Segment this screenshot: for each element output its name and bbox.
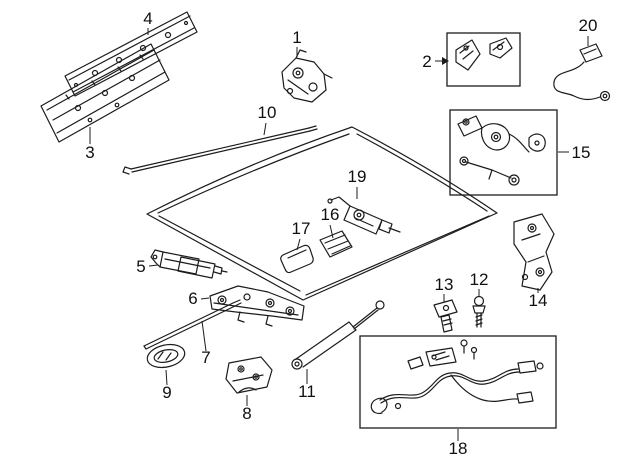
part-11-drawing bbox=[291, 300, 385, 370]
part-13-drawing bbox=[433, 299, 458, 333]
callout-17: 17 bbox=[292, 219, 311, 251]
callout-10: 10 bbox=[258, 103, 277, 136]
callout-8: 8 bbox=[242, 395, 252, 423]
callout-label-13[interactable]: 13 bbox=[435, 275, 454, 294]
group-box-15 bbox=[449, 109, 558, 196]
group-box-18 bbox=[359, 335, 557, 429]
callout-2-arrowhead-icon bbox=[442, 57, 449, 65]
callout-label-19[interactable]: 19 bbox=[348, 167, 367, 186]
callout-label-17[interactable]: 17 bbox=[292, 219, 311, 238]
callout-label-6[interactable]: 6 bbox=[188, 289, 197, 308]
callout-9: 9 bbox=[162, 369, 172, 402]
callout-label-11[interactable]: 11 bbox=[298, 382, 316, 401]
callout-11: 11 bbox=[298, 369, 316, 401]
part-2-drawing bbox=[455, 37, 513, 71]
callout-label-7[interactable]: 7 bbox=[201, 348, 210, 367]
callout-20: 20 bbox=[579, 16, 598, 46]
callout-label-5[interactable]: 5 bbox=[136, 257, 145, 276]
callout-label-18[interactable]: 18 bbox=[449, 439, 468, 458]
part-9-drawing bbox=[146, 343, 186, 369]
callout-15: 15 bbox=[558, 143, 590, 162]
part-5-drawing bbox=[150, 249, 228, 279]
leader-line-6 bbox=[200, 297, 210, 300]
leader-line-16 bbox=[329, 224, 334, 239]
callout-label-10[interactable]: 10 bbox=[258, 103, 277, 122]
callout-18: 18 bbox=[449, 429, 468, 458]
part-4-drawing bbox=[64, 11, 198, 97]
hood-outline-drawing bbox=[146, 126, 498, 301]
callout-3: 3 bbox=[85, 127, 95, 162]
callout-label-9[interactable]: 9 bbox=[162, 383, 171, 402]
callout-12: 12 bbox=[470, 270, 489, 296]
callout-4: 4 bbox=[143, 9, 153, 35]
leader-line-17 bbox=[296, 238, 301, 251]
callout-label-8[interactable]: 8 bbox=[242, 404, 251, 423]
callout-14: 14 bbox=[529, 288, 548, 310]
part-15-drawing bbox=[457, 115, 546, 186]
callout-label-3[interactable]: 3 bbox=[85, 143, 94, 162]
callout-6: 6 bbox=[188, 289, 210, 308]
part-20-drawing bbox=[553, 43, 611, 102]
part-16-drawing bbox=[319, 230, 353, 258]
part-8-drawing bbox=[225, 356, 273, 394]
part-10-drawing bbox=[122, 125, 318, 175]
group-box-2 bbox=[446, 32, 521, 87]
part-18-drawing bbox=[370, 339, 544, 415]
callout-1: 1 bbox=[292, 28, 302, 57]
part-17-drawing bbox=[280, 244, 314, 274]
callout-13: 13 bbox=[435, 275, 454, 302]
part-7-drawing bbox=[143, 299, 242, 350]
callout-5: 5 bbox=[136, 257, 159, 276]
callout-label-2[interactable]: 2 bbox=[422, 52, 431, 71]
part-3-drawing bbox=[40, 43, 170, 143]
part-19-drawing bbox=[327, 196, 401, 235]
callout-label-4[interactable]: 4 bbox=[143, 9, 152, 28]
callout-label-1[interactable]: 1 bbox=[292, 28, 301, 47]
callout-16: 16 bbox=[321, 205, 340, 239]
leader-line-9 bbox=[165, 369, 168, 386]
leader-line-5 bbox=[148, 264, 159, 267]
leader-line-7 bbox=[201, 320, 207, 352]
part-12-drawing bbox=[472, 295, 486, 328]
callout-label-12[interactable]: 12 bbox=[470, 270, 489, 289]
callout-7: 7 bbox=[201, 320, 211, 367]
callout-label-20[interactable]: 20 bbox=[579, 16, 598, 35]
callout-2: 2 bbox=[422, 52, 449, 71]
callout-19: 19 bbox=[348, 167, 367, 199]
callout-label-15[interactable]: 15 bbox=[572, 143, 591, 162]
leader-line-10 bbox=[263, 122, 267, 136]
callout-label-14[interactable]: 14 bbox=[529, 291, 548, 310]
part-14-drawing bbox=[513, 213, 555, 291]
part-6-drawing bbox=[209, 285, 305, 327]
callout-label-16[interactable]: 16 bbox=[321, 205, 340, 224]
part-1-drawing bbox=[281, 49, 333, 103]
